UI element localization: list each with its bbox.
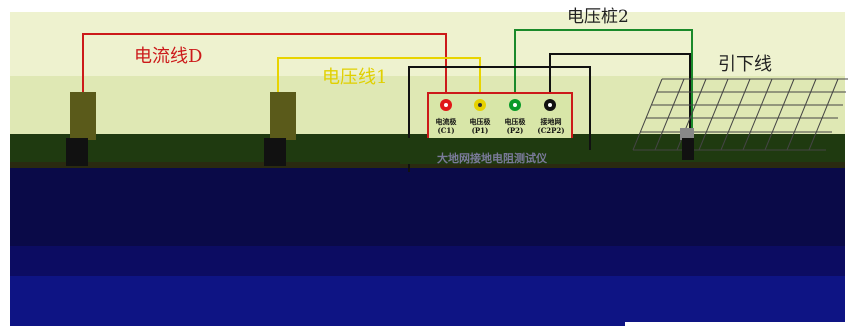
sky-band	[10, 12, 845, 76]
label-current-wire: 电流线D	[134, 46, 202, 67]
soil-layer-middle	[10, 246, 845, 276]
terminal-label-p2-name: 电压极	[505, 117, 527, 126]
terminal-label-c2p2-name: 接地网	[541, 117, 562, 126]
label-voltage-stake: 电压桩2	[567, 7, 629, 27]
terminal-label-p1-code: (P1)	[472, 126, 489, 135]
terminal-label-p1-name: 电压极	[470, 117, 492, 126]
terminal-c1[interactable]	[440, 99, 452, 111]
voltage-electrode-stake	[264, 92, 296, 166]
soil-layer-upper	[10, 168, 845, 246]
terminal-label-c1-code: (C1)	[437, 126, 454, 135]
label-voltage-wire: 电压线1	[322, 67, 387, 88]
ground-wire	[549, 53, 691, 160]
soil-layer-lower	[10, 276, 845, 326]
down-lead	[680, 128, 694, 160]
terminal-p1[interactable]	[474, 99, 486, 111]
terminal-label-p2-code: (P2)	[507, 126, 524, 135]
voltage-wire	[277, 57, 481, 102]
instrument-name: 大地网接地电阻测试仪	[437, 151, 548, 165]
current-electrode-stake	[66, 92, 96, 166]
instrument-lead-frame	[408, 66, 591, 172]
label-down-lead: 引下线	[718, 54, 772, 75]
terminal-c2p2[interactable]	[544, 99, 556, 111]
terminal-label-c1-name: 电流极	[436, 117, 458, 126]
terminal-label-c2p2-code: (C2P2)	[537, 126, 564, 135]
terminal-p2[interactable]	[509, 99, 521, 111]
